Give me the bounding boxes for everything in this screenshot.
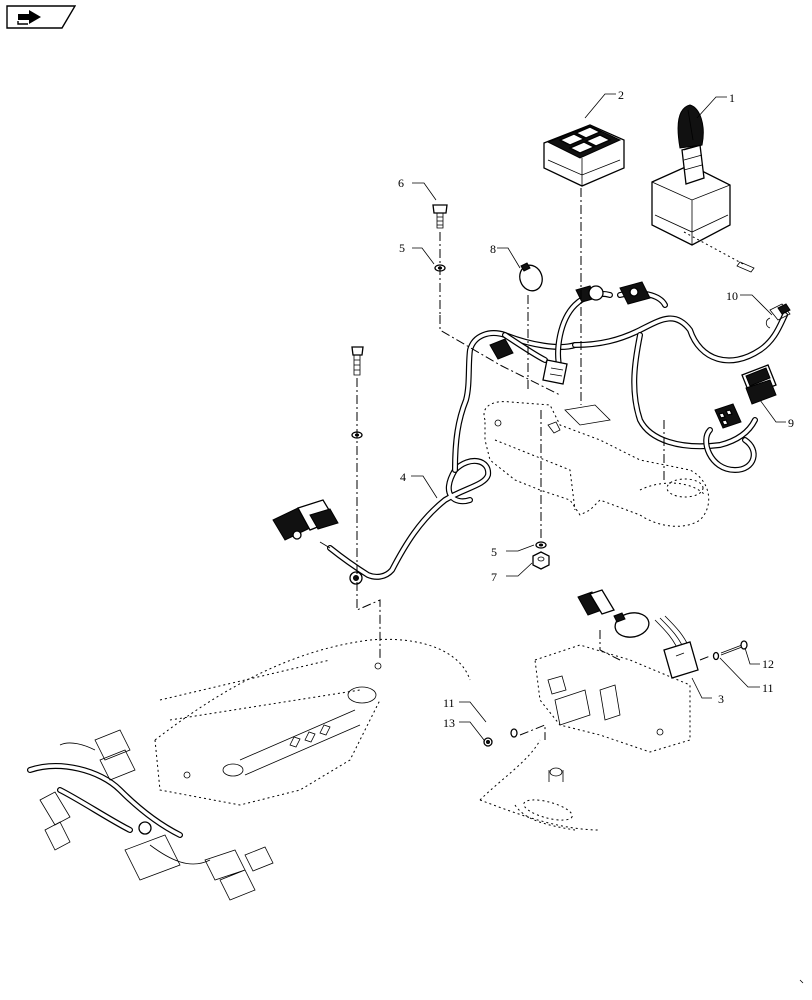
nut-7: [532, 551, 550, 570]
bolt-6: [432, 204, 448, 229]
callout-12: 12: [762, 657, 774, 671]
leader-lines: [411, 93, 786, 741]
sensor-10: [765, 303, 791, 329]
rocker-switch-9: [714, 364, 777, 429]
switch-panel-2: [543, 124, 625, 187]
console-panel: [483, 401, 710, 527]
callout-1: 1: [729, 91, 735, 105]
bolt-left: [351, 346, 364, 376]
callout-2: 2: [618, 88, 624, 102]
callouts: 1 2 3 4 5 5 6 7 8 9 10 11 11 12 13: [398, 88, 794, 730]
callout-10: 10: [726, 289, 738, 303]
callout-5-top: 5: [399, 241, 405, 255]
corner-mark: [799, 979, 804, 984]
centerlines: [356, 188, 711, 740]
next-page-arrow-icon: [6, 5, 77, 29]
callout-3: 3: [718, 692, 724, 706]
next-page-button[interactable]: [6, 5, 77, 29]
callout-9: 9: [788, 416, 794, 430]
callout-11-left: 11: [443, 696, 455, 710]
callout-11-right: 11: [762, 681, 774, 695]
callout-5-bottom: 5: [491, 545, 497, 559]
bracket-assembly-3: [479, 589, 699, 831]
tie-strap-8: [519, 262, 543, 292]
callout-6: 6: [398, 176, 404, 190]
cab-frame-section: [154, 638, 471, 806]
main-harness-lower: [27, 729, 274, 901]
screw-12: [712, 640, 748, 661]
screw-13: [483, 728, 518, 747]
harness-4: [272, 281, 788, 585]
callout-13: 13: [443, 716, 455, 730]
joystick-1: [651, 104, 755, 273]
callout-4: 4: [400, 470, 406, 484]
callout-7: 7: [491, 570, 497, 584]
callout-8: 8: [490, 242, 496, 256]
